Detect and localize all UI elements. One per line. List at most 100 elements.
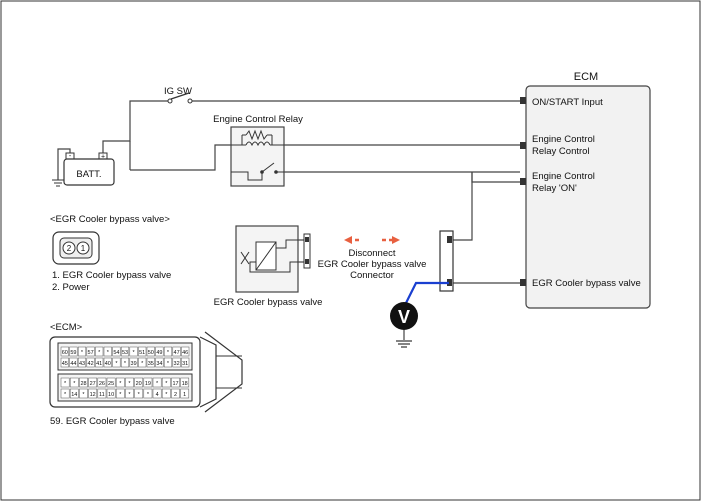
battery-plus-sign: + [101,154,105,161]
relay-box [230,126,285,187]
ecm-pin-relay-on-line2: Relay 'ON' [532,183,577,194]
ecm-connector-pin-label: * [64,381,67,387]
instruction-line-3: Connector [350,270,394,281]
ecm-connector-pin-cell [95,346,104,357]
ecm-connector-pin-label: * [82,392,85,398]
ecm-connector-pin-label: * [119,392,122,398]
ecm-connector-pin-cell [77,346,87,357]
ig-switch: IG SW [164,86,193,104]
ecm-pin-terminal [520,142,526,149]
ig-switch-contact [187,98,193,104]
ecm-connector-pin-cell [69,377,79,388]
egr-connector-pin-1 [76,241,90,255]
ecm-connector-pin-label: 45 [62,361,68,367]
relay-switch-blade [261,162,275,173]
ecm-connector-pin-label: * [133,350,136,356]
ecm-connector-pin-label: 11 [99,392,105,398]
ecm-connector-pin-cell [69,357,78,368]
relay-title: Engine Control Relay [213,114,303,125]
ecm-connector-pin-label: * [73,381,76,387]
relay-internal-wire [231,171,263,181]
ecm-connector-pin-label: 57 [88,350,94,356]
egr-valve-connector-pin [305,259,309,264]
relay-on-branch-wire [471,172,520,183]
ecm-connector-pin-cell [95,357,104,368]
ecm-connector-pin-cell [161,388,171,399]
ecm-connector-pin-cell [115,377,125,388]
ecm-connector-pin-cell [88,388,98,399]
ecm-connector-pin-label: * [141,361,144,367]
ecm-connector-pin-label: * [128,381,131,387]
ecm-connector-pin-label: 39 [131,361,137,367]
ecm-connector-pin-label: * [147,392,150,398]
disconnect-instruction: Disconnect EGR Cooler bypass valve Conne… [318,236,427,281]
ecm-connector-pin-cell [97,388,107,399]
ecm-connector-pin-cell [138,346,147,357]
ecm-connector-pin-cell [103,346,112,357]
ecm-connector-pin-cell [115,388,125,399]
ig-switch-contact [167,98,173,104]
ig-switch-blade [170,92,190,100]
ecm-connector-pin-label: 25 [108,381,114,387]
ecm-connector-pin-label: * [128,392,131,398]
ecm-connector-pin-cell [86,346,95,357]
ecm-title: ECM [574,71,598,83]
ecm-pin-terminal [520,279,526,286]
ecm-pin-relay-on-line1: Engine Control [532,171,595,182]
ecm-connector-note: 59. EGR Cooler bypass valve [50,416,175,427]
egr-pin-list-1: 1. EGR Cooler bypass valve [52,270,171,281]
ecm-connector-pin-cell [86,357,95,368]
ecm-connector-pin-label: 42 [88,361,94,367]
ecm-connector-pin-label: * [124,361,127,367]
ecm-connector-pin-label: 51 [139,350,145,356]
egr-connector-view: <EGR Cooler bypass valve> 2 1 1. EGR Coo… [50,214,171,293]
egr-valve-symbol [240,251,250,265]
ecm-connector-pin-cell [155,357,164,368]
ecm-connector-pin-cell [129,357,138,368]
ecm-connector-pin-label: 41 [96,361,102,367]
ecm-connector-pin-cell [103,357,112,368]
ecm-connector-pin-label: 49 [156,350,162,356]
arrow-right-icon [392,236,400,244]
egr-valve-solenoid-diag [255,241,277,271]
ecm-connector-pin-label: 59 [70,350,76,356]
harness-connector [439,230,454,292]
ecm-connector-pin-label: * [165,381,168,387]
ecm-connector-pin-cell [172,346,181,357]
ecm-connector-pin-cell [172,357,181,368]
ecm-connector-latch [199,336,217,408]
voltmeter-icon: V [398,307,410,327]
egr-valve-label: EGR Cooler bypass valve [214,297,323,308]
ecm-connector-pin-label: 34 [156,361,162,367]
ecm-connector-pin-cell [88,377,98,388]
relay-resistor [245,129,268,141]
ecm-connector-pin-label: * [98,350,101,356]
ecm-connector-pin-cell [155,346,164,357]
egr-connector-pin-1-label: 1 [81,244,86,253]
ecm-connector-pin-cell [180,377,190,388]
ecm-connector-pin-label: 46 [182,350,188,356]
ecm-connector-pin-cell [97,377,107,388]
voltmeter-probe-wire [405,281,449,304]
ecm-connector-pin-label: * [165,392,168,398]
egr-connector-title: <EGR Cooler bypass valve> [50,214,170,225]
instruction-line-2: EGR Cooler bypass valve [318,259,427,270]
ecm-connector-pin-label: 60 [62,350,68,356]
ecm-connector-pin-label: 26 [99,381,105,387]
relay-coil [245,141,271,147]
ecm-pin-egr-valve: EGR Cooler bypass valve [532,278,641,289]
ecm-pin-on-start-input: ON/START Input [532,97,603,108]
ecm-connector-pin-cell [152,377,162,388]
ecm-connector-pin-cell [134,377,144,388]
ecm-pin-relay-control-line2: Relay Control [532,146,590,157]
ig-switch-label: IG SW [164,86,192,97]
relay-coil-feed-wire [130,144,231,171]
instruction-line-1: Disconnect [349,248,396,259]
ecm-connector-pin-cell [112,346,121,357]
ecm-connector-pin-label: * [156,381,159,387]
ecm-connector-pin-cell [171,388,180,399]
